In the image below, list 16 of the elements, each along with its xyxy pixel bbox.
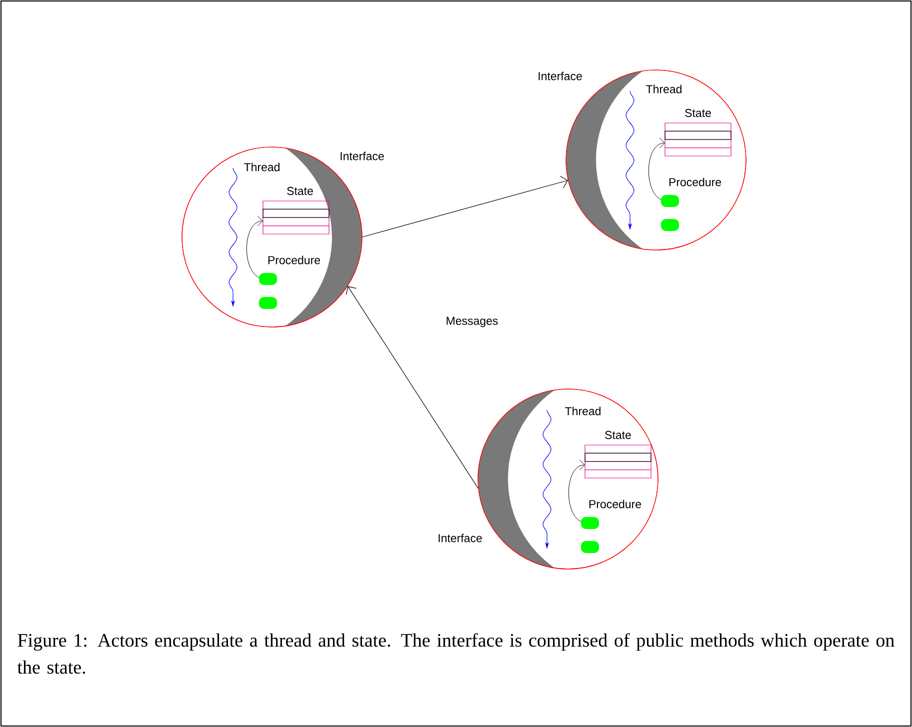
messages-label: Messages [446, 316, 498, 328]
actor-label: Interface [538, 72, 582, 80]
message-arrow [346, 286, 478, 489]
actor-label: Thread [565, 406, 600, 416]
actor-label: State [287, 186, 313, 196]
actor-label: State [605, 430, 631, 440]
figure-caption: Figure 1: Actors encapsulate a thread and state. The interface is comprised of public methods which operate on the state. [17, 633, 894, 674]
actor-label: State [685, 108, 711, 118]
message-arrow [362, 176, 568, 238]
actor-label: Thread [646, 84, 682, 94]
actor-label: Procedure [268, 256, 320, 264]
actor-label: Interface [340, 152, 384, 160]
actor-label: Procedure [669, 178, 722, 186]
actor-label: Procedure [589, 500, 642, 508]
actor-label: Thread [244, 162, 280, 172]
actor-label: Interface [438, 534, 482, 542]
